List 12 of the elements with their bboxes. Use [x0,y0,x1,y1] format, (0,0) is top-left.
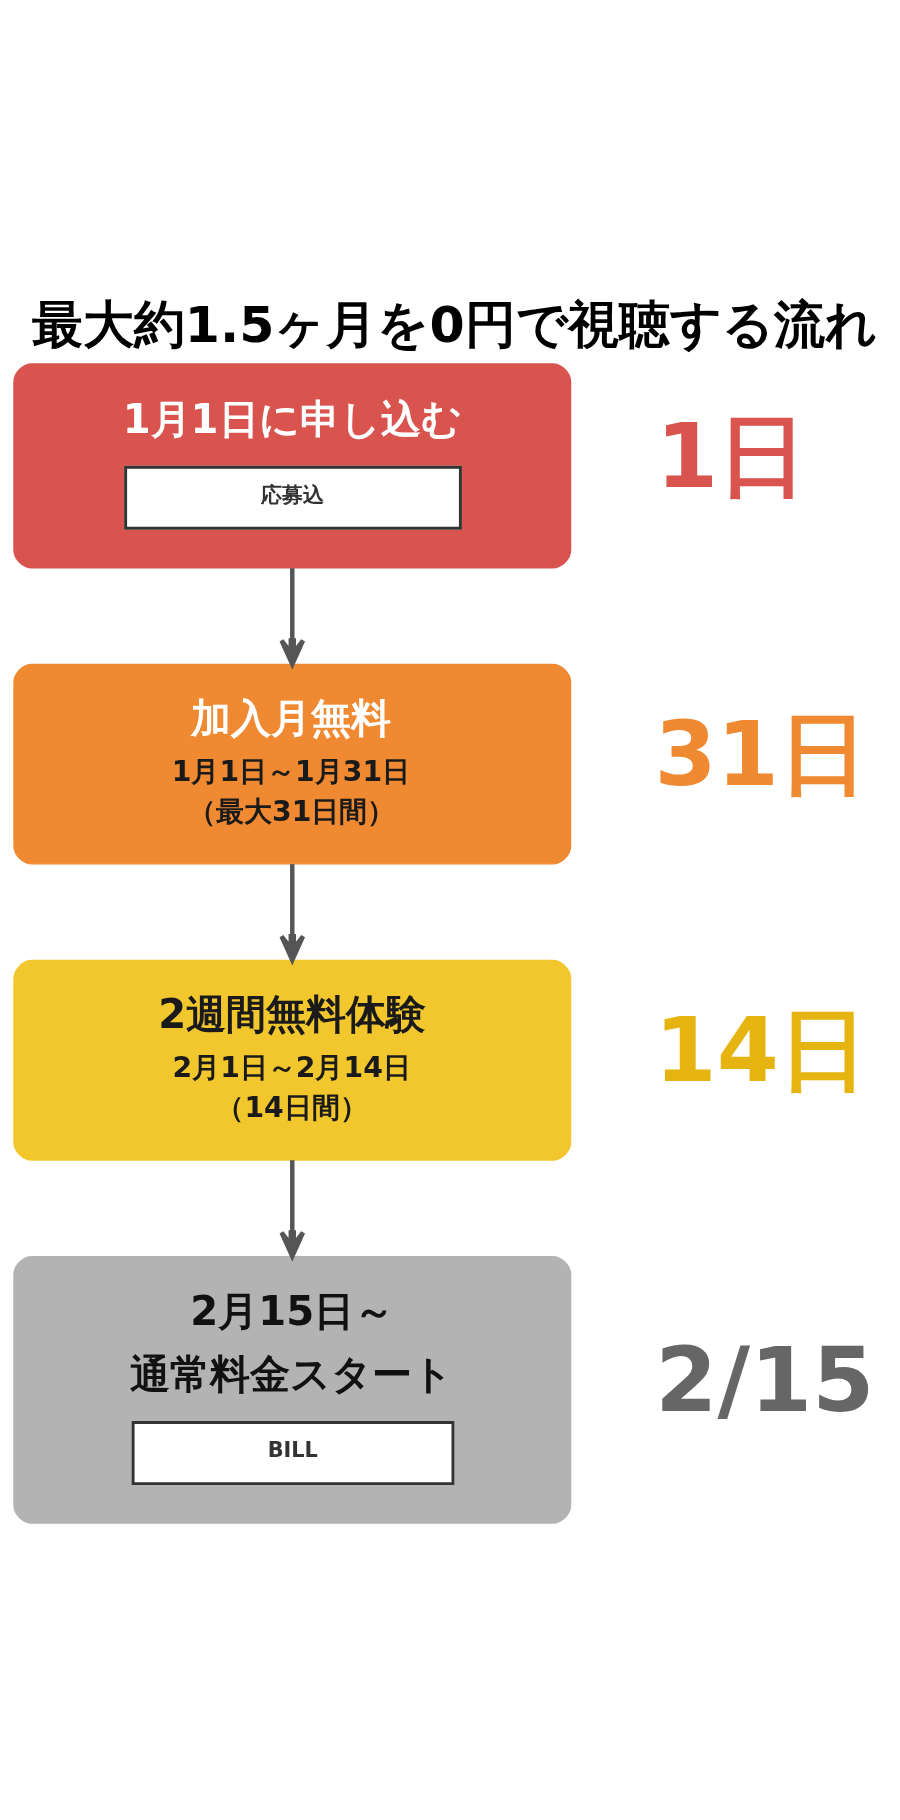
node-label: 31日 [654,702,868,807]
arrow [279,864,306,963]
node-label: 2/15 [655,1327,875,1432]
node-box: 加入月無料 1月1日～1月31日 （最大31日間） [13,663,572,865]
node-box: 2週間無料体験 2月1日～2月14日 （14日間） [13,959,572,1161]
node-box: 2月15日～ 通常料金スタート BILL [13,1255,572,1524]
node-label: 1日 [656,403,808,508]
node-box: 1月1日に申し込む 応募込 [13,363,572,569]
diagram-title: 最大約1.5ヶ月を0円で視聴する流れ [31,294,877,354]
node-label: 14日 [654,998,868,1103]
arrow [279,568,306,667]
arrow [279,1160,306,1259]
